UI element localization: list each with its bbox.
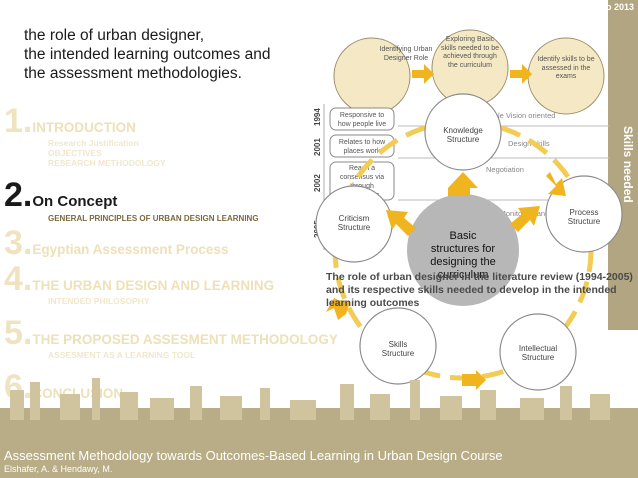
section-title: THE PROPOSED ASSESMENT METHODOLOGY — [32, 332, 338, 347]
section-number: 1. — [4, 102, 33, 140]
year-label: 2001 — [313, 138, 322, 156]
node-intellectual — [499, 313, 577, 391]
section-3[interactable]: 3.Egyptian Assessment Process — [4, 226, 228, 260]
cycle-arrow-icon — [326, 298, 350, 320]
section-title: On Concept — [32, 193, 118, 210]
right-item: Design skills — [508, 139, 550, 148]
intro-text: the role of urban designer, the intended… — [24, 26, 270, 83]
node-knowledge — [424, 93, 502, 171]
section-sub: RESEARCH METHODOLOGY — [48, 158, 166, 168]
section-sub: OBJECTIVES — [48, 148, 102, 158]
center-label: Basic structures for designing the curri… — [430, 230, 496, 281]
skyline-illustration — [0, 378, 638, 478]
section-title: THE URBAN DESIGN AND LEARNING — [32, 278, 275, 293]
right-item: Flexible Vision oriented — [478, 111, 555, 120]
section-sub: INTENDED PHILOSOPHY — [48, 296, 150, 306]
arrow-left-icon — [386, 210, 416, 236]
section-4[interactable]: 4.THE URBAN DESIGN AND LEARNING INTENDED… — [4, 262, 274, 306]
footer-authors: Elshafer, A. & Hendawy, M. — [4, 464, 113, 474]
section-title: Egyptian Assessment Process — [32, 242, 229, 257]
copyright: ©SB13-Cairo 2013 — [556, 2, 634, 12]
section-1[interactable]: 1.INTRODUCTION Research Justification OB… — [4, 104, 166, 168]
cycle-arrow-icon — [462, 370, 486, 390]
top-circle-label: Identifying Urban Designer Role — [379, 46, 433, 62]
node-label: Knowledge Structure — [443, 126, 483, 144]
side-band — [608, 0, 638, 330]
section-number: 4. — [4, 260, 33, 298]
section-2[interactable]: 2.On Concept GENERAL PRINCIPLES OF URBAN… — [4, 178, 259, 223]
arrow-right-icon — [412, 64, 434, 84]
arrow-up-icon — [448, 172, 478, 196]
node-label: Skills Structure — [381, 340, 415, 358]
intro-line: the assessment methodologies. — [24, 65, 242, 82]
section-title: CONCLUSION — [32, 386, 124, 401]
year-box-2001 — [329, 134, 395, 158]
node-label: Criticism Structure — [337, 214, 371, 232]
node-label: Process Structure — [567, 208, 601, 226]
intro-line: the intended learning outcomes and — [24, 46, 271, 63]
year-label: 1994 — [313, 108, 322, 126]
year-label: 2002 — [313, 174, 322, 192]
section-5[interactable]: 5.THE PROPOSED ASSESMENT METHODOLOGY ASS… — [4, 316, 338, 360]
center-circle — [407, 194, 519, 306]
section-number: 3. — [4, 224, 33, 262]
year-box-1994 — [329, 107, 395, 131]
section-sub: ASSESMENT AS A LEARNING TOOL — [48, 350, 196, 360]
overlay-caption: The role of urban designer in the litera… — [326, 271, 633, 309]
top-circle-label: Exploring Basic skills needed to be achi… — [441, 36, 499, 69]
section-sub: GENERAL PRINCIPLES OF URBAN DESIGN LEARN… — [48, 214, 259, 223]
cycle-arrow-icon — [546, 172, 566, 196]
section-number: 2. — [4, 176, 33, 214]
section-number: 5. — [4, 314, 33, 352]
node-skills — [359, 307, 437, 385]
side-label: Skills needed — [621, 126, 635, 203]
footer-title: Assessment Methodology towards Outcomes-… — [4, 448, 503, 463]
arrow-right-icon — [510, 206, 540, 232]
intro-line: the role of urban designer, — [24, 27, 205, 44]
node-label: Intellectual Structure — [518, 344, 558, 362]
section-title: INTRODUCTION — [32, 120, 136, 135]
right-item: Negotiation — [486, 165, 524, 174]
arrow-right-icon — [510, 64, 532, 84]
section-sub: Research Justification — [48, 138, 139, 148]
top-circle-label: Identify skills to be assessed in the ex… — [537, 56, 595, 80]
top-row — [333, 29, 605, 115]
right-item: Managerial skills, Monitoring and evalua… — [440, 209, 586, 218]
